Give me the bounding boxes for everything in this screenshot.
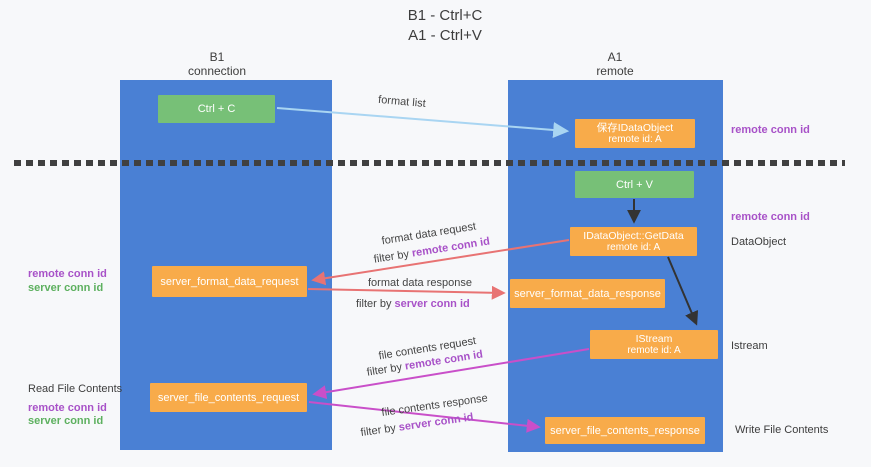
- write-file-contents-label: Write File Contents: [735, 424, 829, 436]
- title-line-2: A1 - Ctrl+V: [408, 27, 482, 44]
- server-file-contents-response-box: server_file_contents_response: [545, 417, 705, 444]
- server-format-data-response-box: server_format_data_response: [510, 279, 665, 308]
- left-remote-conn-id-1: remote conn id: [28, 268, 107, 280]
- format-data-response-arrow: [307, 285, 506, 300]
- lane-a1-subtitle: remote: [596, 64, 634, 78]
- lane-header-a1: A1 remote: [550, 50, 680, 78]
- filter-by-prefix-1: filter by: [372, 248, 410, 266]
- diagram-title: B1 - Ctrl+C A1 - Ctrl+V: [310, 6, 580, 46]
- save-idataobject-line2: remote id: A: [608, 133, 662, 145]
- server-format-data-request-box: server_format_data_request: [152, 266, 307, 297]
- dataobject-label: DataObject: [731, 236, 787, 248]
- left-remote-conn-id-2: remote conn id: [28, 402, 107, 414]
- lane-header-b1: B1 connection: [152, 50, 282, 78]
- getdata-line2: remote id: A: [606, 241, 661, 253]
- server-file-contents-request-box: server_file_contents_request: [150, 383, 307, 412]
- filter-value-server-conn-id-2: server conn id: [394, 298, 470, 310]
- right-remote-conn-id-1: remote conn id: [731, 124, 810, 136]
- format-data-response-filter-label: filter by server conn id: [356, 298, 501, 310]
- title-line-1: B1 - Ctrl+C: [407, 7, 483, 24]
- left-server-conn-id-2: server conn id: [28, 415, 104, 427]
- ctrl-c-label: Ctrl + C: [197, 103, 236, 115]
- istream-line1: IStream: [635, 332, 673, 345]
- format-data-response-label: format data response: [368, 277, 472, 289]
- istream-box: IStream remote id: A: [590, 330, 718, 359]
- istream-side-label: Istream: [731, 340, 768, 352]
- save-idataobject-box: 保存IDataObject remote id: A: [575, 119, 695, 148]
- right-remote-conn-id-2: remote conn id: [731, 211, 810, 223]
- save-idataobject-line1: 保存IDataObject: [596, 121, 674, 134]
- filter-by-prefix-3: filter by: [365, 361, 403, 379]
- server-format-data-request-label: server_format_data_request: [160, 275, 299, 288]
- server-file-contents-request-label: server_file_contents_request: [157, 391, 300, 404]
- left-server-conn-id-1: server conn id: [28, 282, 104, 294]
- ctrl-v-label: Ctrl + V: [616, 178, 653, 191]
- istream-line2: remote id: A: [627, 344, 681, 356]
- server-file-contents-response-label: server_file_contents_response: [550, 424, 700, 437]
- server-format-data-response-label: server_format_data_response: [514, 287, 661, 300]
- lane-b1-name: B1: [209, 50, 225, 64]
- read-file-contents-label: Read File Contents: [28, 383, 123, 395]
- lane-a1-name: A1: [607, 50, 623, 64]
- getdata-line1: IDataObject::GetData: [583, 229, 684, 242]
- idataobject-getdata-box: IDataObject::GetData remote id: A: [570, 227, 697, 256]
- ctrl-c-box: Ctrl + C: [158, 95, 275, 123]
- lane-b1-subtitle: connection: [187, 64, 247, 78]
- filter-by-prefix-4: filter by: [359, 422, 397, 440]
- filter-by-prefix-2: filter by: [356, 298, 392, 310]
- format-list-label: format list: [377, 93, 427, 110]
- ctrl-v-box: Ctrl + V: [575, 171, 694, 198]
